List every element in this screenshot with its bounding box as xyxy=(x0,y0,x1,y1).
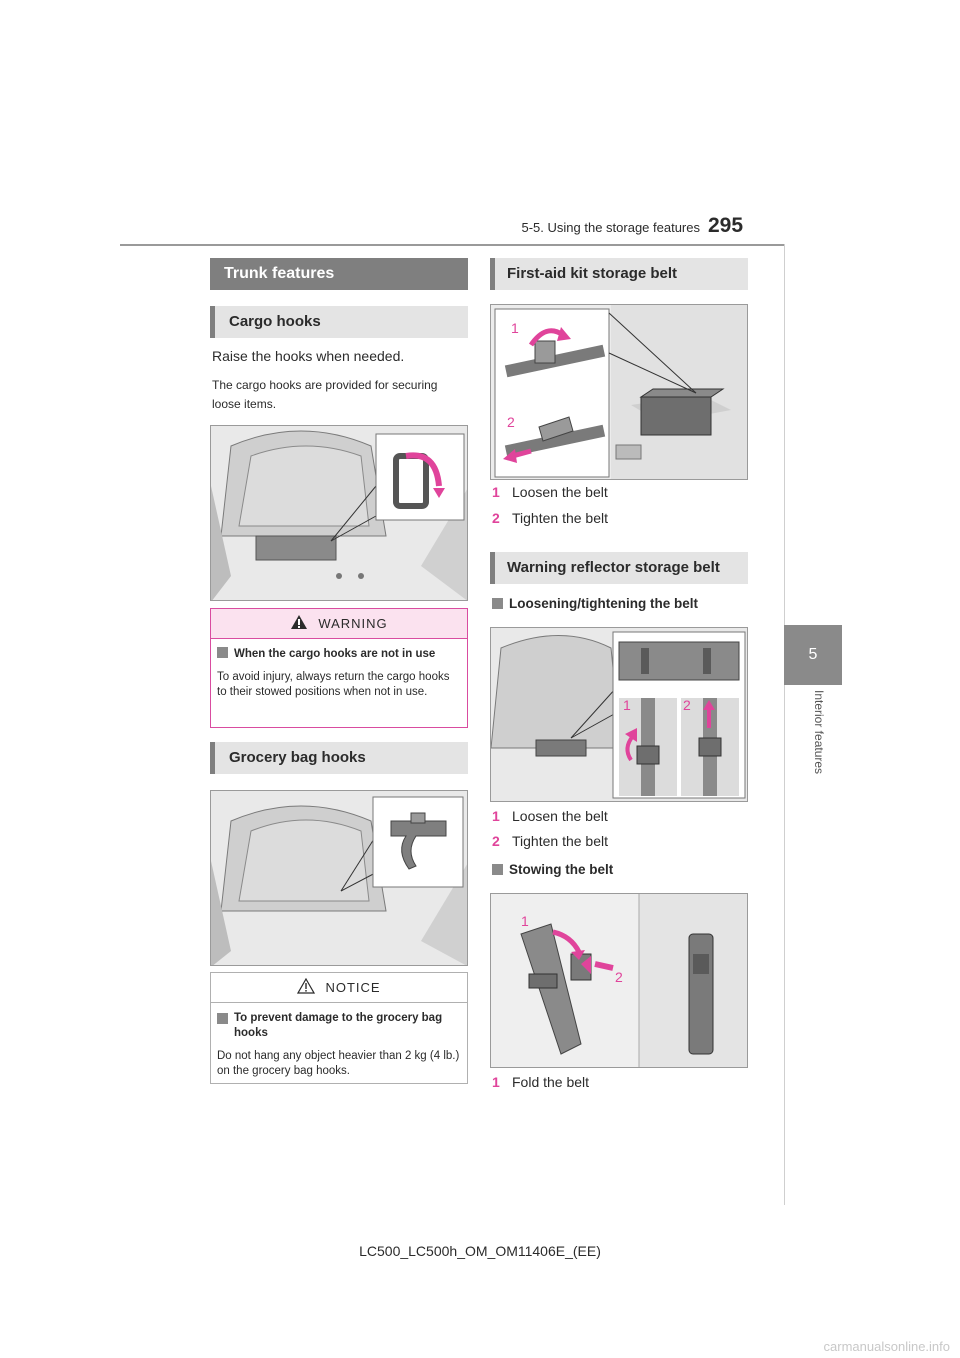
step-number: 1 xyxy=(492,484,500,500)
reflector-fig-label-2: 2 xyxy=(683,697,691,713)
notice-label: NOTICE xyxy=(325,980,381,995)
reflector-fig-label-1: 1 xyxy=(623,697,631,713)
chapter-number: 5 xyxy=(808,646,818,663)
step-number: 1 xyxy=(492,1074,500,1090)
trunk-features-heading: Trunk features xyxy=(210,258,468,290)
notice-body: Do not hang any object heavier than 2 kg… xyxy=(217,1050,460,1077)
step-text: Tighten the belt xyxy=(512,833,608,849)
header-rule xyxy=(120,244,842,246)
step-number: 2 xyxy=(492,833,500,849)
step-text: Fold the belt xyxy=(512,1074,590,1090)
reflector-step-1: 1 Loosen the belt xyxy=(492,808,608,824)
warning-heading-text: When the cargo hooks are not in use xyxy=(234,648,436,660)
side-rule-bottom xyxy=(784,685,842,1205)
first-aid-fig-label-2: 2 xyxy=(507,414,515,430)
chapter-tab: 5 xyxy=(784,625,842,685)
square-bullet-icon xyxy=(492,598,503,609)
notice-triangle-icon xyxy=(297,977,316,997)
reflector-step-2: 2 Tighten the belt xyxy=(492,833,608,849)
stowing-figure: 1 2 xyxy=(490,893,748,1068)
notice-heading: To prevent damage to the grocery bag hoo… xyxy=(211,1003,467,1041)
reflector-figure: 1 2 xyxy=(490,627,748,802)
section-title: 5-5. Using the storage features xyxy=(521,220,701,235)
chapter-title: Interior features xyxy=(812,690,826,775)
cargo-hooks-illustration xyxy=(211,426,467,600)
square-bullet-icon xyxy=(217,1013,228,1024)
stow-fig-label-2: 2 xyxy=(615,969,623,985)
loosen-tighten-heading: Loosening/tightening the belt xyxy=(492,596,698,611)
step-text: Tighten the belt xyxy=(512,510,608,526)
first-aid-fig-label-1: 1 xyxy=(511,320,519,336)
square-bullet-icon xyxy=(217,647,228,658)
cargo-hooks-heading: Cargo hooks xyxy=(210,306,468,338)
first-aid-heading: First-aid kit storage belt xyxy=(490,258,748,290)
page-number: 295 xyxy=(708,214,744,237)
stow-step-1: 1 Fold the belt xyxy=(492,1074,589,1090)
warning-label: WARNING xyxy=(318,616,388,631)
watermark: carmanualsonline.info xyxy=(823,1339,950,1354)
step-text: Loosen the belt xyxy=(512,484,608,500)
first-aid-illustration: 1 2 xyxy=(491,305,747,479)
stow-fig-label-1: 1 xyxy=(521,913,529,929)
grocery-hooks-illustration xyxy=(211,791,467,965)
step-number: 1 xyxy=(492,808,500,824)
warning-band: WARNING xyxy=(211,609,467,639)
warning-heading: When the cargo hooks are not in use xyxy=(211,639,467,662)
notice-band: NOTICE xyxy=(211,973,467,1003)
reflector-heading: Warning reflector storage belt xyxy=(490,552,748,584)
first-aid-step-1: 1 Loosen the belt xyxy=(492,484,608,500)
grocery-hooks-figure xyxy=(210,790,468,966)
warning-box: WARNING When the cargo hooks are not in … xyxy=(210,608,468,728)
stowing-heading: Stowing the belt xyxy=(492,862,613,877)
step-text: Loosen the belt xyxy=(512,808,608,824)
loosen-tighten-heading-text: Loosening/tightening the belt xyxy=(509,596,698,611)
notice-heading-text: To prevent damage to the grocery bag hoo… xyxy=(234,1012,443,1039)
grocery-bag-hooks-heading: Grocery bag hooks xyxy=(210,742,468,774)
chapter-label: Interior features xyxy=(788,690,838,800)
document-code: LC500_LC500h_OM_OM11406E_(EE) xyxy=(359,1243,601,1259)
first-aid-step-2: 2 Tighten the belt xyxy=(492,510,608,526)
notice-box: NOTICE To prevent damage to the grocery … xyxy=(210,972,468,1084)
square-bullet-icon xyxy=(492,864,503,875)
side-rule-top xyxy=(784,244,842,625)
stowing-heading-text: Stowing the belt xyxy=(509,862,614,877)
warning-body: To avoid injury, always return the cargo… xyxy=(217,671,450,698)
cargo-hooks-instruction: Raise the hooks when needed. xyxy=(212,348,405,364)
stowing-illustration: 1 2 xyxy=(491,894,747,1067)
reflector-illustration: 1 2 xyxy=(491,628,747,801)
cargo-hooks-figure xyxy=(210,425,468,601)
cargo-hooks-description: The cargo hooks are provided for securin… xyxy=(212,378,438,411)
first-aid-figure: 1 2 xyxy=(490,304,748,480)
step-number: 2 xyxy=(492,510,500,526)
warning-triangle-icon xyxy=(290,614,308,633)
